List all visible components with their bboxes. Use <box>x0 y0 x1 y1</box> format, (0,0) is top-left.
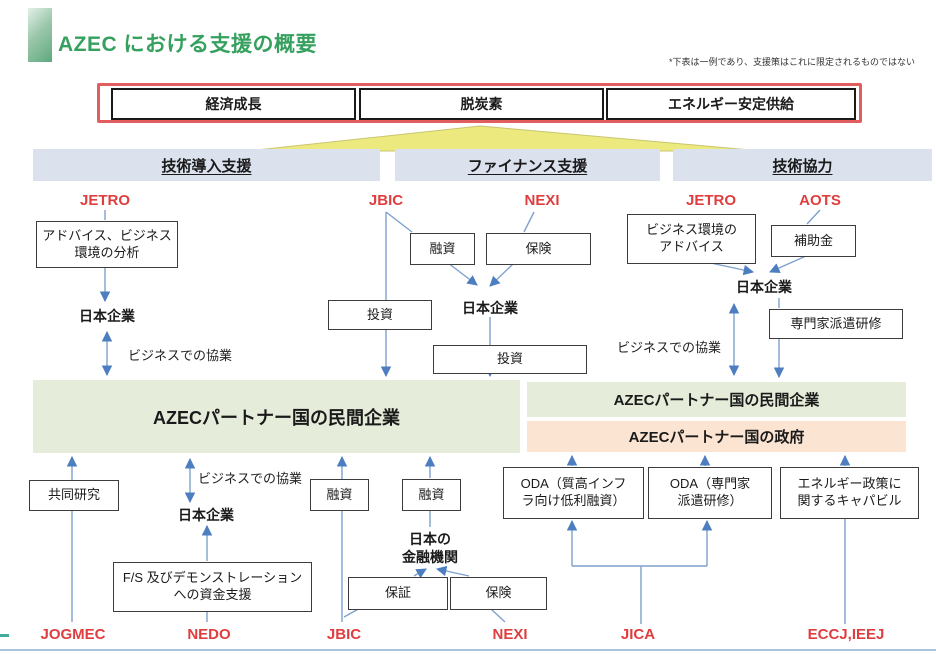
entity-japan-co-left: 日本企業 <box>79 308 135 324</box>
agency-nexi-top: NEXI <box>524 192 560 209</box>
box-biz-env-advice: ビジネス環境の アドバイス <box>627 214 756 264</box>
label-collab-bottom: ビジネスでの協業 <box>198 471 303 486</box>
agency-jetro-right: JETRO <box>685 192 736 209</box>
box-insurance-bottom: 保険 <box>450 577 547 610</box>
beam-triangle <box>246 125 763 152</box>
goal-label: エネルギー安定供給 <box>668 96 794 112</box>
agency-jbic-bottom: JBIC <box>326 626 362 643</box>
arrow-insurance-to-japanco <box>489 263 514 287</box>
band-partner-private-right: AZECパートナー国の民間企業 <box>527 382 906 417</box>
box-investment-japanco: 投資 <box>433 345 587 374</box>
box-energy-policy-capacity: エネルギー政策に 関するキャパビル <box>780 467 919 519</box>
band-label: AZECパートナー国の民間企業 <box>613 392 820 409</box>
disclaimer-note: *下表は一例であり、支援策はこれに限定されるものではない <box>668 57 915 67</box>
box-fs-funding: F/S 及びデモンストレーション への資金支援 <box>113 562 312 612</box>
header-label: 技術導入支援 <box>161 157 252 175</box>
goal-label: 脱炭素 <box>460 96 503 112</box>
entity-japan-co-finance: 日本企業 <box>462 300 518 316</box>
line-aots-to-subsidy <box>806 209 821 225</box>
line-nexi-to-insurance <box>523 211 535 233</box>
goal-energy-stability: エネルギー安定供給 <box>606 88 856 120</box>
band-partner-private-main: AZECパートナー国の民間企業 <box>33 380 520 453</box>
agency-nexi-bottom: NEXI <box>492 626 528 643</box>
band-label: AZECパートナー国の民間企業 <box>153 407 400 428</box>
arrow-loan-to-japanco <box>447 262 478 286</box>
agency-eccj-ieej: ECCJ,IEEJ <box>807 626 885 643</box>
agency-aots: AOTS <box>799 192 841 209</box>
band-label: AZECパートナー国の政府 <box>628 429 805 446</box>
band-partner-government: AZECパートナー国の政府 <box>527 421 906 452</box>
arrow-insurance-to-fi <box>435 565 470 577</box>
box-oda-infra-loan: ODA（質高インフ ラ向け低利融資） <box>503 467 644 519</box>
agency-jetro-left: JETRO <box>79 192 130 209</box>
line-jbic-to-loan <box>385 211 413 233</box>
entity-japan-co-nedo: 日本企業 <box>178 507 234 523</box>
box-insurance-finance: 保険 <box>486 233 591 265</box>
box-advice-analysis: アドバイス、ビジネス 環境の分析 <box>36 221 178 268</box>
box-loan-jbic-bottom: 融資 <box>310 479 369 511</box>
box-oda-expert-training: ODA（専門家 派遣研修） <box>648 467 772 519</box>
box-joint-research: 共同研究 <box>29 480 119 511</box>
left-edge-mark <box>0 634 9 637</box>
entity-japan-co-right: 日本企業 <box>736 279 792 295</box>
agency-jogmec: JOGMEC <box>40 626 106 643</box>
goal-economic-growth: 経済成長 <box>111 88 356 120</box>
header-label: ファイナンス支援 <box>467 157 588 175</box>
box-loan-finance: 融資 <box>410 233 475 265</box>
header-finance-support: ファイナンス支援 <box>395 149 660 181</box>
page-title: AZEC における支援の概要 <box>58 33 317 56</box>
header-label: 技術協力 <box>772 157 833 175</box>
line-nexi-to-insurance-b <box>490 608 506 623</box>
arrow-guarantee-to-fi <box>413 568 427 579</box>
goal-decarbonization: 脱炭素 <box>359 88 604 120</box>
agency-jica: JICA <box>620 626 656 643</box>
entity-japan-financial-institutions: 日本の 金融機関 <box>402 531 458 566</box>
title-accent-bar <box>28 8 52 62</box>
box-investment-jbic: 投資 <box>328 300 432 330</box>
goal-label: 経済成長 <box>205 96 262 112</box>
box-guarantee: 保証 <box>348 577 448 610</box>
box-loan-financial-institution: 融資 <box>402 479 461 511</box>
label-collab-left: ビジネスでの協業 <box>128 348 233 363</box>
header-tech-cooperation: 技術協力 <box>673 149 932 181</box>
label-collab-right: ビジネスでの協業 <box>617 340 722 355</box>
box-subsidy: 補助金 <box>771 225 856 257</box>
agency-jbic-top: JBIC <box>368 192 404 209</box>
header-tech-introduction: 技術導入支援 <box>33 149 380 181</box>
arrow-subsidy-to-japanco-r <box>769 255 807 273</box>
agency-nedo: NEDO <box>187 626 231 643</box>
box-expert-dispatch-training: 専門家派遣研修 <box>769 309 903 339</box>
